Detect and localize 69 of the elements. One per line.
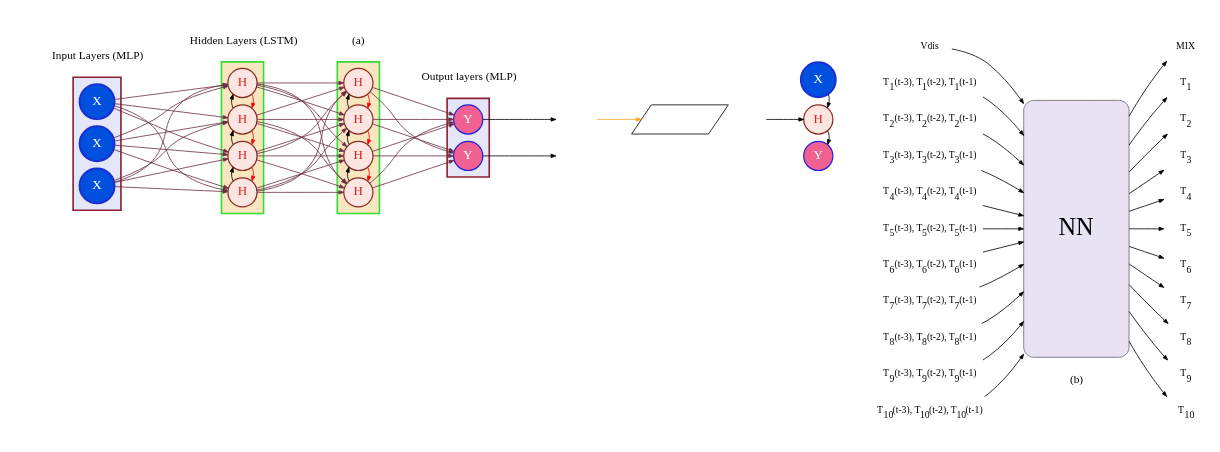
node-text: Vdis (920, 40, 939, 52)
arrow (113, 157, 229, 183)
label: Input Layers (MLP) (52, 49, 144, 62)
arrow (482, 117, 557, 122)
arrow (1128, 97, 1168, 146)
arrow (596, 117, 642, 122)
arrow (826, 93, 831, 109)
arrow (1128, 263, 1165, 288)
arrow (1128, 169, 1165, 195)
arrow (372, 87, 455, 116)
arrow (251, 166, 256, 182)
arrow (982, 226, 1024, 231)
node-box: NN (1023, 100, 1130, 358)
arrow (1128, 246, 1165, 259)
arrow (345, 166, 350, 182)
arrow (981, 170, 1025, 194)
arrow (1128, 60, 1168, 117)
node-circle: X (799, 61, 837, 99)
arrow (229, 166, 234, 182)
arrow (372, 159, 455, 189)
arrow (765, 117, 804, 122)
node-parallelogram (631, 104, 729, 135)
arrow (1128, 199, 1165, 212)
arrow (979, 263, 1024, 288)
node-circle: Y (453, 104, 484, 135)
arrow (251, 130, 256, 145)
arrow (372, 153, 454, 158)
label: (a) (351, 33, 365, 46)
arrow (1128, 226, 1165, 231)
arrow (982, 96, 1025, 136)
arrow (367, 166, 372, 182)
label: (b) (1069, 372, 1084, 385)
arrow (256, 80, 345, 86)
arrow (367, 130, 372, 145)
node-circle: X (78, 125, 116, 163)
arrow (229, 130, 234, 145)
cluster (72, 76, 122, 211)
arrow (256, 190, 345, 195)
arrow (827, 130, 832, 145)
arrow (251, 93, 256, 109)
arrow (229, 93, 234, 109)
arrow (982, 205, 1024, 217)
arrow (256, 153, 345, 158)
arrow (982, 321, 1024, 361)
node-circle: X (78, 83, 116, 121)
arrow (984, 353, 1025, 397)
arrow (982, 241, 1024, 253)
arrow (981, 291, 1024, 324)
arrow (982, 133, 1024, 166)
arrow (482, 153, 557, 158)
arrow (1128, 133, 1168, 173)
arrow (256, 86, 345, 116)
node-circle: X (78, 167, 116, 205)
arrow (951, 48, 1025, 104)
arrow (1128, 341, 1168, 397)
node-circle: Y (453, 140, 484, 172)
arrow (372, 117, 454, 122)
arrow (113, 103, 229, 120)
arrow (1128, 284, 1169, 324)
arrow (114, 144, 229, 157)
arrow (1128, 311, 1169, 361)
arrow (345, 93, 350, 109)
arrow (256, 117, 345, 122)
arrow (367, 93, 372, 109)
node-text: MIX (1176, 40, 1195, 52)
arrow (345, 130, 350, 145)
arrow (113, 149, 229, 189)
label: Output layers (MLP) (421, 70, 517, 83)
label: Hidden Layers (LSTM) (189, 33, 298, 46)
